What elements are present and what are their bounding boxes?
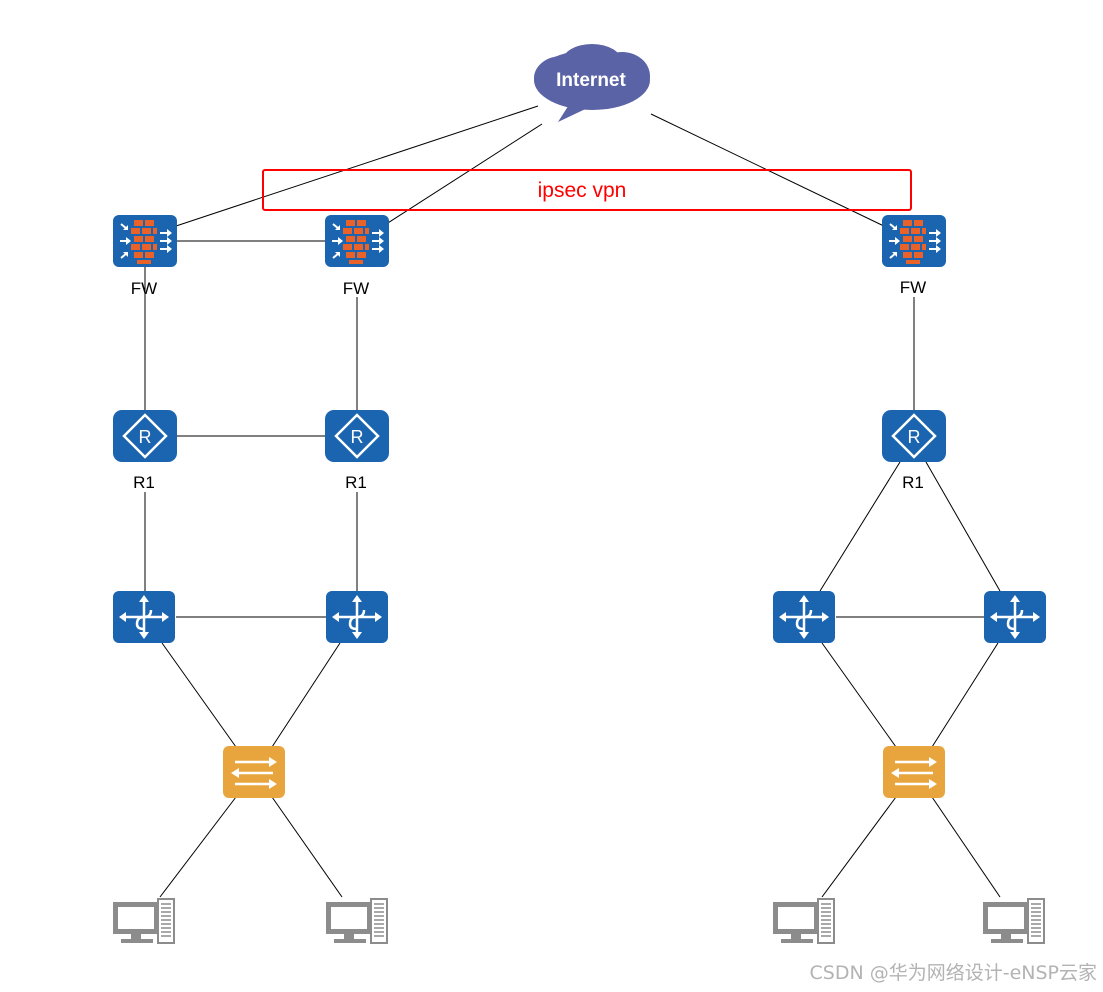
- watermark: CSDN @华为网络设计-eNSP云家: [810, 962, 1098, 984]
- l3-switch-icon: [324, 589, 390, 645]
- pc-icon: [982, 897, 1046, 945]
- internet-cloud[interactable]: Internet: [534, 44, 650, 122]
- router-3[interactable]: R1: [880, 408, 948, 492]
- link-acc1-pc1: [159, 796, 237, 898]
- pc-4[interactable]: [982, 897, 1046, 945]
- ipsec-vpn-label: ipsec vpn: [538, 179, 627, 202]
- link-r1c-sw3: [819, 461, 901, 592]
- pc-2[interactable]: [325, 897, 389, 945]
- firewall-label: FW: [131, 279, 157, 298]
- pc-icon: [112, 897, 176, 945]
- link-internet-fw2: [379, 123, 543, 229]
- router-icon: [323, 408, 391, 464]
- firewall-icon: [112, 214, 178, 268]
- link-acc1-pc2: [271, 796, 343, 898]
- connections: [144, 105, 1001, 898]
- pc-3[interactable]: [772, 897, 836, 945]
- router-icon: [111, 408, 179, 464]
- access-switch-1[interactable]: [221, 744, 287, 800]
- link-acc2-pc3: [821, 796, 897, 898]
- router-label: R1: [133, 473, 155, 492]
- router-icon: [880, 408, 948, 464]
- l3-switch-icon: [982, 589, 1048, 645]
- core-switch-4[interactable]: [982, 589, 1048, 645]
- l2-switch-icon: [881, 744, 947, 800]
- router-1[interactable]: R1: [111, 408, 179, 492]
- link-sw4-acc2: [931, 642, 999, 748]
- firewall-label: FW: [900, 278, 926, 297]
- l2-switch-icon: [221, 744, 287, 800]
- firewall-3[interactable]: FW: [881, 214, 947, 297]
- firewall-2[interactable]: FW: [324, 214, 390, 298]
- pc-1[interactable]: [112, 897, 176, 945]
- l3-switch-icon: [111, 589, 177, 645]
- core-switch-3[interactable]: [771, 589, 837, 645]
- link-sw2-acc1: [271, 642, 341, 748]
- link-sw3-acc2: [821, 642, 897, 748]
- core-switch-2[interactable]: [324, 589, 390, 645]
- link-r1c-sw4: [925, 461, 1001, 592]
- router-label: R1: [902, 473, 924, 492]
- pc-icon: [772, 897, 836, 945]
- core-switch-1[interactable]: [111, 589, 177, 645]
- l3-switch-icon: [771, 589, 837, 645]
- link-sw1-acc1: [161, 642, 237, 748]
- cloud-icon: [534, 44, 650, 122]
- internet-label: Internet: [556, 70, 626, 91]
- pc-icon: [325, 897, 389, 945]
- firewall-icon: [324, 214, 390, 268]
- link-internet-fw1: [169, 105, 539, 229]
- firewall-icon: [881, 214, 947, 268]
- firewall-label: FW: [343, 279, 369, 298]
- router-2[interactable]: R1: [323, 408, 391, 492]
- router-label: R1: [345, 473, 367, 492]
- ipsec-vpn-box: ipsec vpn: [262, 169, 912, 211]
- firewall-1[interactable]: FW: [112, 214, 178, 298]
- link-acc2-pc4: [931, 796, 1001, 898]
- access-switch-2[interactable]: [881, 744, 947, 800]
